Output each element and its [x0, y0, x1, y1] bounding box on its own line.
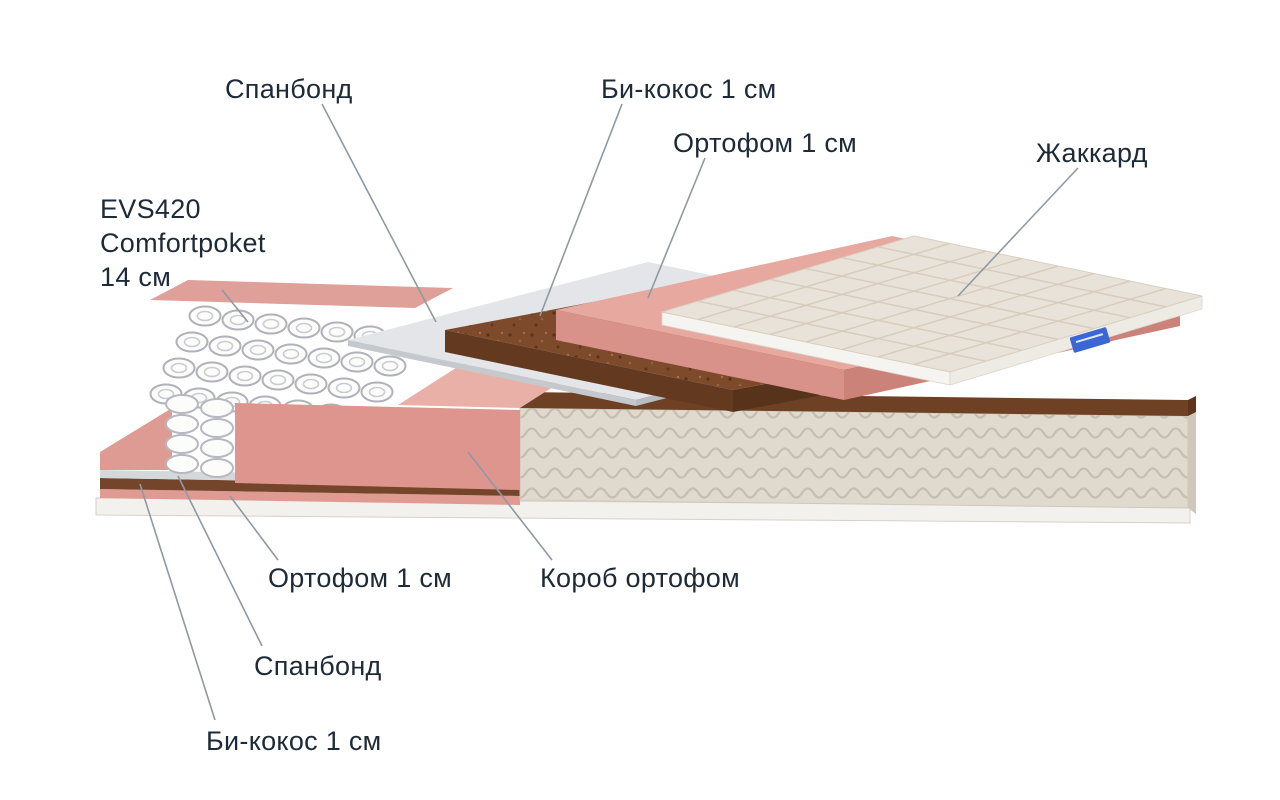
leader-bicoconut-top: [539, 103, 623, 317]
label-spunbond-top: Спанбонд: [225, 74, 353, 104]
label-orthofoam-top: Ортофом 1 см: [673, 128, 857, 158]
foam-frame-front: [235, 403, 520, 490]
quilt-stitching: [697, 242, 1167, 366]
leader-box: [467, 451, 553, 561]
orthofoam-bottom-layer: [100, 489, 520, 505]
box-right-end: [1188, 412, 1196, 514]
label-bicoconut-bottom: Би-кокос 1 см: [206, 726, 382, 756]
jacquard-cover: [661, 235, 1203, 386]
foam-back-rim: [150, 280, 453, 308]
spring-block: [100, 280, 453, 478]
quilted-box-front: [519, 407, 1189, 509]
label-spunbond-bottom: Спанбонд: [254, 651, 382, 681]
leader-springs: [221, 289, 249, 323]
label-springs-line2: Comfortpoket: [100, 228, 266, 258]
label-springs-line3: 14 см: [100, 262, 172, 292]
leader-spunbond-top: [321, 103, 437, 323]
leader-spunbond-bottom: [177, 475, 263, 647]
brand-tag-icon: [1069, 327, 1111, 353]
label-orthofoam-bottom: Ортофом 1 см: [268, 563, 452, 593]
foam-left-wedge: [100, 408, 172, 470]
leader-lines: [139, 103, 1079, 721]
box-right-end-top: [1188, 396, 1196, 416]
label-springs: EVS420 Comfortpoket 14 см: [100, 192, 266, 294]
label-springs-line1: EVS420: [100, 194, 201, 224]
leader-orthofoam-bottom: [229, 495, 279, 561]
bicoconut-bottom-layer: [100, 478, 520, 496]
leader-jacquard: [957, 167, 1079, 297]
label-jacquard: Жаккард: [1036, 138, 1148, 168]
label-box: Короб ортофом: [540, 563, 740, 593]
leader-bicoconut-bottom: [139, 483, 216, 721]
label-bicoconut-top: Би-кокос 1 см: [601, 74, 777, 104]
leader-orthofoam-top: [647, 157, 706, 299]
